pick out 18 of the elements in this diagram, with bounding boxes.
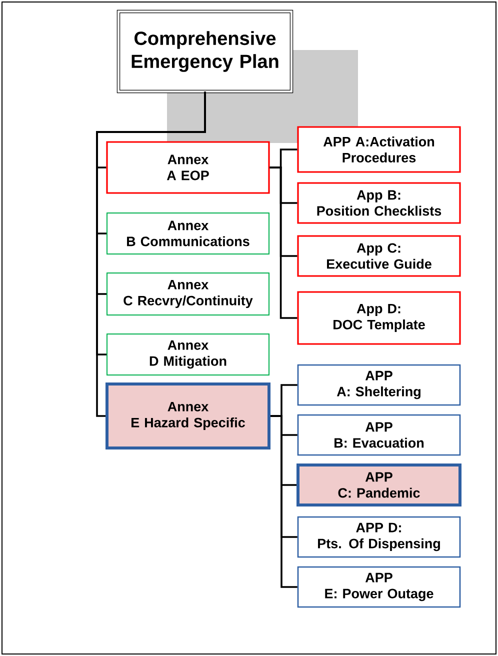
plan-box: APP E: Power Outage: [297, 566, 461, 608]
plan-box: APP A: Sheltering: [297, 364, 461, 406]
plan-box: Annex D Mitigation: [106, 334, 270, 376]
connector: [270, 415, 298, 588]
plan-box: APP B: Evacuation: [297, 414, 461, 456]
plan-box: Annex E Hazard Specific: [106, 382, 270, 450]
plan-box: App B: Position Checklists: [297, 182, 461, 224]
plan-box: APP D: Pts. Of Dispensing: [297, 516, 461, 558]
connector: [270, 166, 298, 319]
connector: [96, 92, 206, 417]
plan-box: Annex B Communications: [106, 212, 270, 254]
plan-box: App C: Executive Guide: [297, 235, 461, 277]
plan-box: Annex C Recvry/Continuity: [106, 272, 270, 316]
plan-box: App D: DOC Template: [297, 291, 461, 345]
plan-box: Annex A EOP: [106, 141, 270, 194]
plan-box: APP A:Activation Procedures: [297, 126, 461, 173]
plan-box: APP C: Pandemic: [296, 464, 462, 506]
title-box: Comprehensive Emergency Plan: [116, 10, 294, 94]
